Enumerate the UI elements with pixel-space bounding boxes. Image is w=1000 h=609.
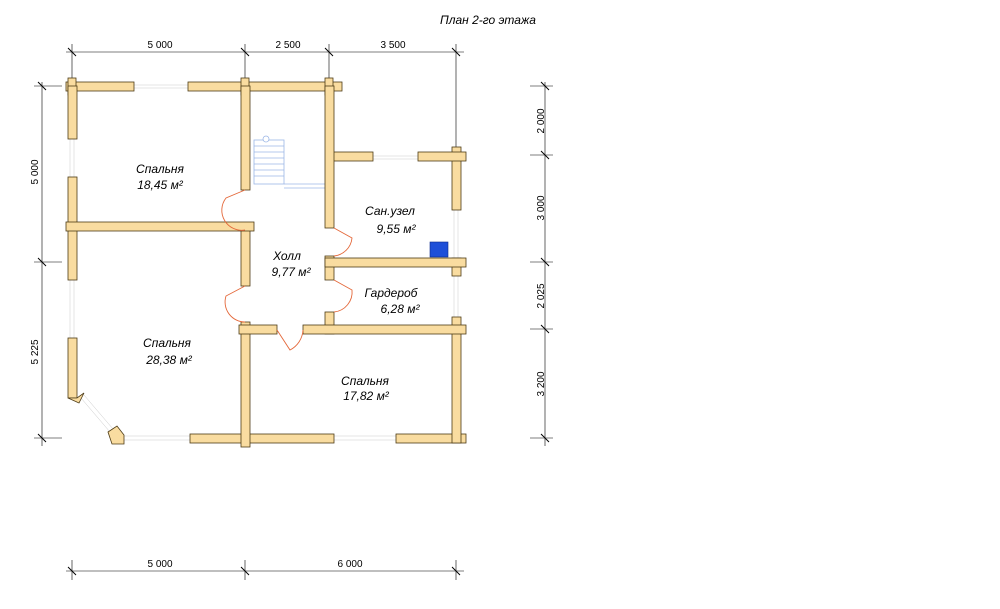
room-area: 6,28 м² [381, 302, 421, 316]
room-bedroom-1: Спальня 18,45 м² [136, 162, 184, 192]
dim-bottom-1: 5 000 [147, 559, 172, 570]
room-bedroom-3: Спальня 17,82 м² [341, 374, 390, 403]
stairs [253, 135, 330, 189]
room-name: Сан.узел [365, 204, 415, 218]
dimension-top: 5 000 2 500 3 500 [66, 40, 464, 150]
room-name: Спальня [136, 162, 184, 176]
dim-right-4: 3 200 [536, 371, 547, 396]
windows [69, 84, 459, 441]
dimension-right: 2 000 3 000 2 025 3 200 [530, 81, 553, 446]
dim-right-1: 2 000 [536, 108, 547, 133]
room-area: 17,82 м² [343, 389, 390, 403]
doors [221, 189, 353, 351]
room-name: Холл [272, 249, 301, 263]
room-area: 9,55 м² [377, 222, 417, 236]
room-name: Спальня [143, 336, 191, 350]
bathroom-fixture [429, 241, 449, 258]
dim-bottom-2: 6 000 [337, 559, 362, 570]
room-bathroom: Сан.узел 9,55 м² [365, 204, 416, 236]
dim-right-2: 3 000 [536, 195, 547, 220]
room-hall: Холл 9,77 м² [272, 249, 312, 279]
dim-top-3: 3 500 [380, 40, 405, 51]
dimension-left: 5 000 5 225 [30, 81, 62, 446]
plan-title: План 2-го этажа [440, 13, 536, 27]
room-name: Гардероб [365, 286, 419, 300]
walls [65, 77, 467, 448]
dimension-bottom: 5 000 6 000 [66, 559, 464, 580]
room-area: 9,77 м² [272, 265, 312, 279]
dim-top-2: 2 500 [275, 40, 300, 51]
dim-top-1: 5 000 [147, 40, 172, 51]
room-area: 28,38 м² [145, 353, 193, 367]
dim-left-1: 5 000 [30, 159, 41, 184]
room-bedroom-2: Спальня 28,38 м² [143, 336, 193, 367]
dim-right-3: 2 025 [536, 283, 547, 308]
room-wardrobe: Гардероб 6,28 м² [365, 286, 421, 316]
dim-left-2: 5 225 [30, 339, 41, 364]
room-area: 18,45 м² [137, 178, 184, 192]
room-name: Спальня [341, 374, 389, 388]
